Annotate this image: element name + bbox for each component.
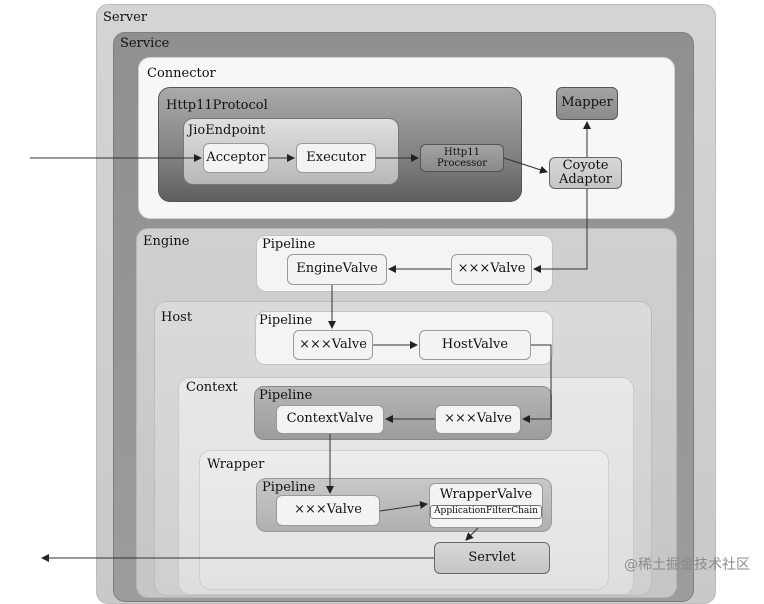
context-pipeline-label: Pipeline [259,388,313,403]
http11-processor-node: Http11 Processor [420,144,504,172]
host-pipeline-label: Pipeline [259,313,313,328]
connector-label: Connector [147,66,216,81]
wrapper-valve-node: WrapperValve ApplicationFilterChain [429,483,543,528]
host-xxx-valve-node: ×××Valve [293,330,373,360]
mapper-node: Mapper [556,87,618,120]
context-valve-node: ContextValve [276,405,384,434]
servlet-node: Servlet [434,542,550,574]
host-valve-node: HostValve [419,330,531,360]
service-label: Service [120,36,170,51]
acceptor-node: Acceptor [203,143,269,173]
watermark-text: @稀土掘金技术社区 [624,557,750,573]
engine-pipeline-label: Pipeline [262,237,316,252]
engine-label: Engine [143,234,190,249]
wrapper-label: Wrapper [207,457,265,472]
wrapper-pipeline-label: Pipeline [262,480,316,495]
engine-valve-node: EngineValve [287,254,387,285]
engine-xxx-valve-node: ×××Valve [451,254,532,285]
http11-protocol-label: Http11Protocol [166,98,268,113]
server-label: Server [103,10,148,25]
coyote-adaptor-node: Coyote Adaptor [549,157,622,189]
wrapper-valve-label: WrapperValve [439,487,533,502]
wrapper-xxx-valve-node: ×××Valve [276,495,380,526]
application-filter-chain-node: ApplicationFilterChain [430,505,542,520]
context-xxx-valve-node: ×××Valve [435,405,521,434]
executor-node: Executor [296,143,376,173]
context-label: Context [186,380,238,395]
host-label: Host [161,310,193,325]
jio-endpoint-label: JioEndpoint [188,123,266,138]
